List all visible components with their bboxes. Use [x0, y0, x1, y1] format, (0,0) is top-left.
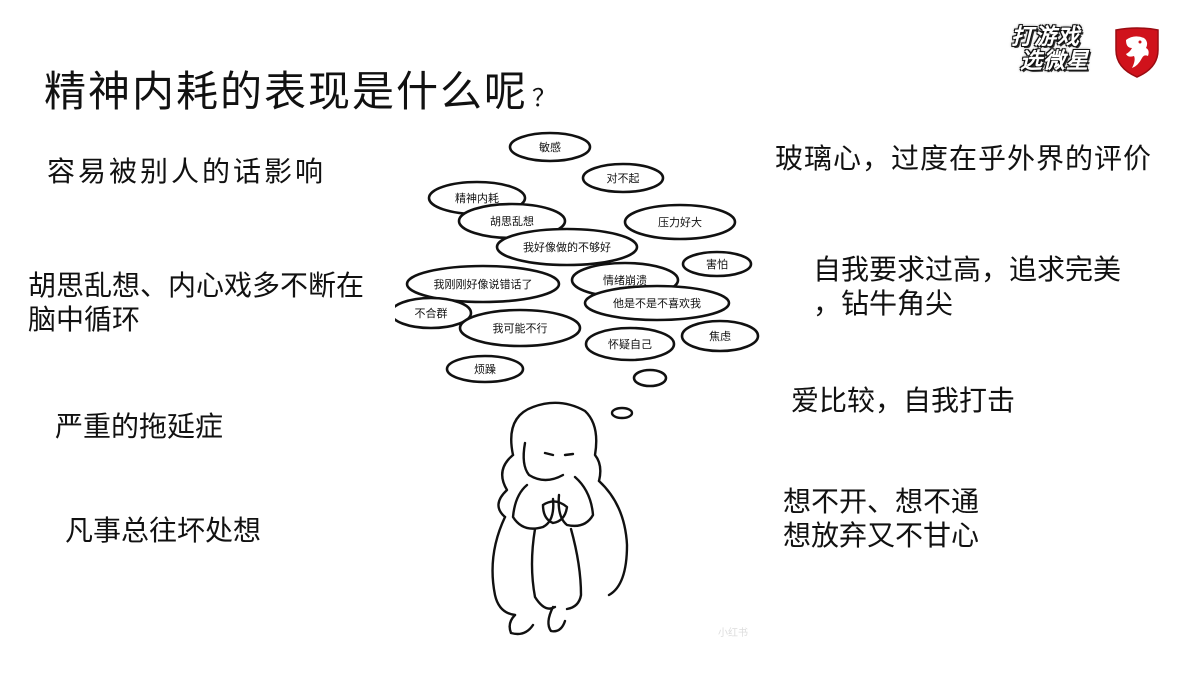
page-title-text: 精神内耗的表现是什么呢 — [44, 67, 529, 116]
bubble-text-1: 敏感 — [539, 140, 561, 154]
left-item-4: 凡事总往坏处想 — [65, 514, 262, 547]
bubble-text-14: 焦虑 — [709, 330, 731, 343]
right-item-2-line2: ，钻牛角尖 — [813, 287, 954, 320]
bubble-text-15: 烦躁 — [474, 363, 496, 376]
right-item-4: 想不开、想不通 想放弃又不甘心 — [783, 485, 979, 553]
bubble — [623, 203, 737, 241]
anxious-girl-illustration: 敏感 对不起 精神内耗 胡思乱想 压力好大 我好像做的不够好 害怕 我刚刚好像说… — [395, 131, 760, 636]
bubble-text-12: 我可能不行 — [493, 321, 548, 335]
left-item-3: 严重的拖延症 — [55, 410, 224, 443]
bubble-text-6: 我好像做的不够好 — [523, 240, 611, 254]
bubble — [680, 319, 760, 353]
watermark: 小红书 — [718, 628, 748, 639]
bubble — [681, 250, 753, 278]
bubble — [445, 354, 525, 384]
left-item-1: 容易被别人的话影响 — [47, 155, 327, 188]
bubble — [583, 284, 731, 322]
right-item-3: 爱比较，自我打击 — [791, 384, 1016, 417]
right-item-4-line2: 想放弃又不甘心 — [783, 519, 980, 552]
bubble-text-9: 情绪崩溃 — [603, 273, 647, 287]
right-item-4-line1: 想不开、想不通 — [783, 485, 980, 518]
thought-dot-small — [610, 406, 634, 420]
girl-figure — [491, 401, 629, 636]
bubble-text-10: 他是不是不喜欢我 — [613, 296, 701, 310]
brand-slogan-line2: 选微星 — [1020, 49, 1090, 74]
bubble-text-11: 不合群 — [415, 306, 448, 320]
right-item-1: 玻璃心，过度在乎外界的评价 — [775, 142, 1153, 175]
left-item-2-line2: 脑中循环 — [28, 303, 141, 336]
left-item-2: 胡思乱想、内心戏多不断在 脑中循环 — [28, 269, 364, 337]
bubble — [581, 162, 665, 194]
brand-slogan: 打游戏 选微星 — [1002, 26, 1089, 74]
bubble-text-5: 压力好大 — [658, 215, 702, 229]
bubble — [405, 264, 561, 304]
bubble-text-8: 我刚刚好像说错话了 — [434, 277, 533, 291]
page-title: 精神内耗的表现是什么呢？ — [44, 58, 558, 119]
thought-dot-large — [632, 368, 668, 388]
bubble — [395, 296, 473, 330]
bubble — [584, 326, 676, 362]
bubble-text-7: 害怕 — [706, 257, 728, 271]
bubble — [508, 131, 592, 163]
brand-slogan-line1: 打游戏 — [1011, 25, 1081, 50]
dragon-shield-icon — [1115, 27, 1159, 78]
bubble — [458, 308, 582, 348]
bubble-text-2: 对不起 — [607, 171, 640, 185]
bubble-text-13: 怀疑自己 — [608, 338, 652, 351]
bubble-text-3: 精神内耗 — [455, 191, 499, 205]
left-item-2-line1: 胡思乱想、内心戏多不断在 — [28, 269, 365, 302]
right-item-2-line1: 自我要求过高，追求完美 — [813, 253, 1122, 286]
bubble-text-4: 胡思乱想 — [490, 214, 534, 228]
right-item-2: 自我要求过高，追求完美 ，钻牛角尖 — [813, 253, 1121, 321]
page-title-question-mark: ？ — [532, 84, 559, 112]
bubble — [495, 227, 639, 267]
